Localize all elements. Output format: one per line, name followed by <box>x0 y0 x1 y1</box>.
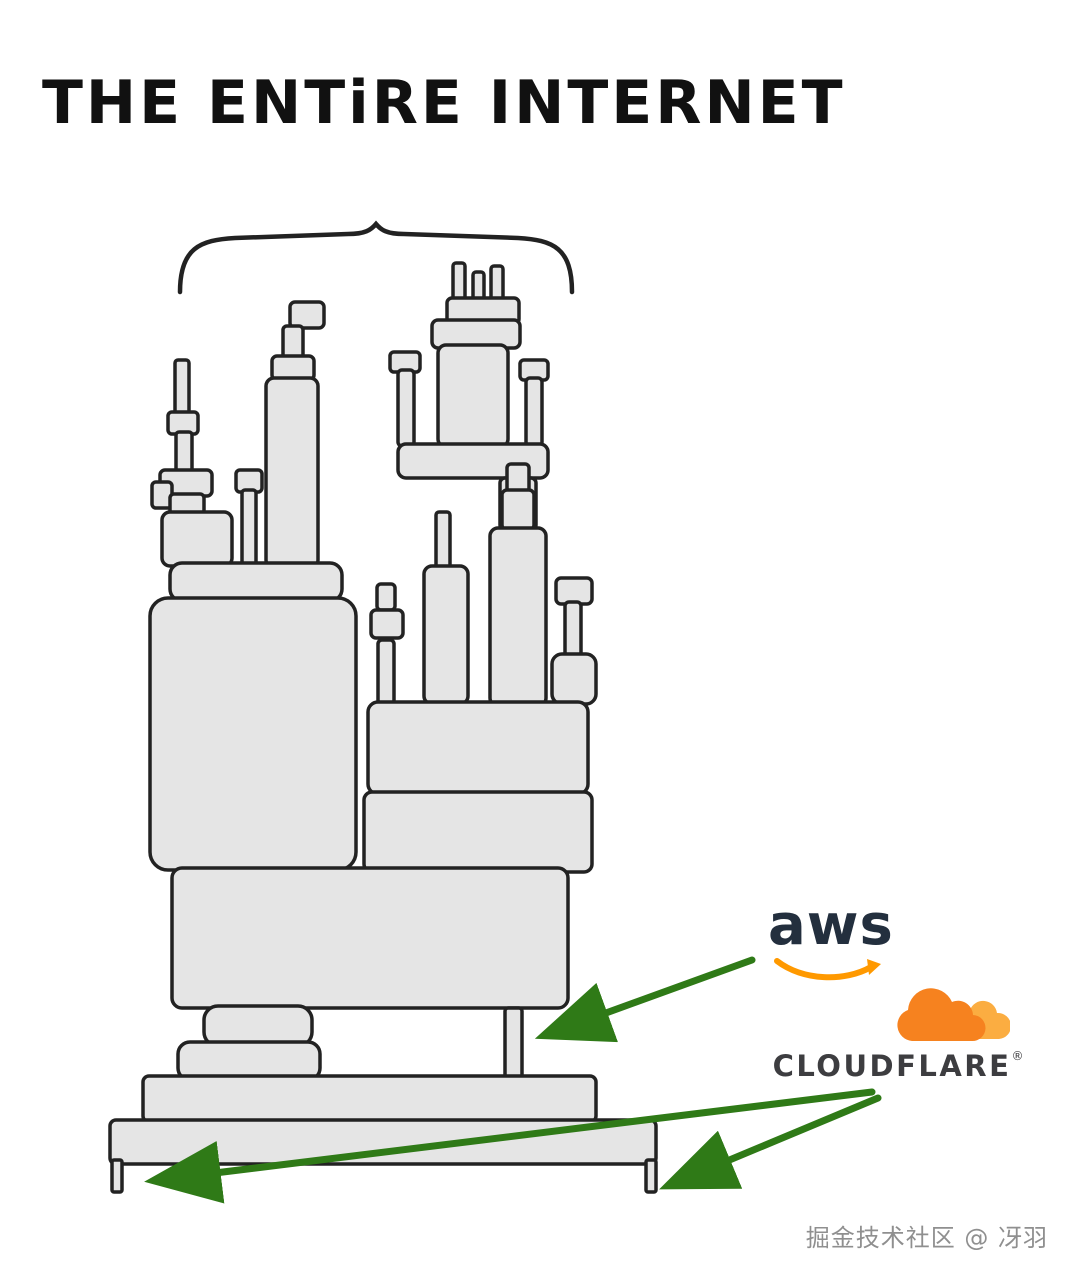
aws-support-block <box>503 1006 524 1080</box>
aws-wordmark: aws <box>768 893 894 958</box>
block <box>376 638 396 706</box>
watermark: 掘金技术社区 @ 冴羽 <box>805 1224 1048 1252</box>
tower-blocks <box>108 261 658 1194</box>
block <box>168 561 344 603</box>
block <box>500 488 536 532</box>
cloudflare-logo: CLOUDFLARE® <box>768 985 1028 1083</box>
block <box>240 488 258 567</box>
aws-logo: aws <box>768 893 894 982</box>
registered-mark: ® <box>1011 1049 1024 1063</box>
arrow-to-aws-block <box>534 956 756 1043</box>
block <box>369 608 405 640</box>
block <box>264 376 320 570</box>
block <box>451 261 467 303</box>
block <box>173 358 191 418</box>
block <box>396 368 416 448</box>
block <box>174 430 194 476</box>
block <box>362 790 594 874</box>
curly-brace <box>177 220 575 295</box>
block <box>488 526 548 708</box>
block <box>148 596 358 872</box>
cloudflare-wordmark: CLOUDFLARE <box>772 1049 1012 1083</box>
block <box>524 376 544 448</box>
block <box>202 1004 314 1048</box>
block <box>434 510 452 570</box>
block <box>170 866 570 1010</box>
cloudflare-support-leg-right <box>644 1158 658 1194</box>
annotation-arrows <box>144 956 882 1204</box>
page-title: THE ENTiRE INTERNET <box>42 68 846 138</box>
arrow-to-cloudflare-left-leg <box>144 1088 876 1204</box>
block <box>288 300 326 330</box>
block <box>141 1074 598 1124</box>
arrow-to-cloudflare-right-leg <box>659 1094 882 1190</box>
block <box>108 1118 658 1166</box>
block <box>436 343 510 449</box>
block <box>563 600 583 658</box>
block <box>366 700 590 796</box>
cloudflare-support-leg-left <box>110 1158 124 1194</box>
block <box>505 462 531 494</box>
aws-smile-icon <box>774 958 881 981</box>
block <box>375 582 397 612</box>
cloudflare-cloud-icon <box>897 988 1010 1042</box>
block <box>160 510 234 568</box>
block <box>554 576 594 606</box>
block <box>422 564 470 706</box>
block <box>550 652 598 706</box>
